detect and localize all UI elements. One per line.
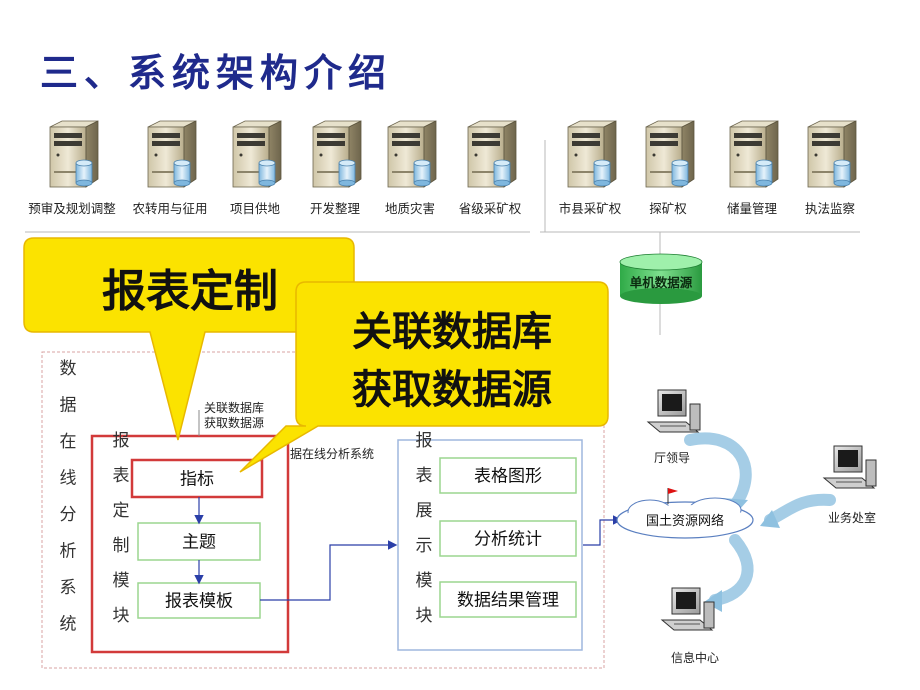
right-server-label-1: 探矿权 (649, 201, 687, 216)
office-computer-icon (823, 445, 877, 489)
left-server-icon-3 (312, 120, 362, 188)
display-to-network-arrow (583, 515, 623, 546)
display-module-label-char-4: 模 (416, 571, 433, 591)
display-module-label-char-5: 块 (416, 606, 433, 626)
display-box-label-1: 分析统计 (474, 530, 542, 550)
servers-left-group: 预审及规划调整 农转用与征用 项目供地 开发整理 地质灾害 省级采矿权 (28, 120, 522, 216)
analysis-system-label-char-0: 数 (60, 359, 77, 379)
left-server-icon-2 (232, 120, 282, 188)
database-callout-line1: 关联数据库 (352, 309, 552, 355)
report-box-label-0: 指标 (180, 470, 214, 490)
right-server-icon-2 (729, 120, 779, 188)
right-server-label-3: 执法监察 (805, 201, 856, 216)
flag-icon (667, 488, 678, 504)
display-module-label-char-0: 报 (416, 431, 433, 451)
left-server-label-1: 农转用与征用 (132, 201, 207, 216)
right-server-label-2: 储量管理 (727, 201, 778, 216)
analysis-system-label-char-4: 分 (60, 505, 77, 525)
servers-right-group: 市县采矿权 探矿权 储量管理 执法监察 (559, 120, 857, 216)
report-to-display-arrow (260, 540, 398, 601)
leader-computer-icon (647, 389, 701, 433)
info-center-label: 信息中心 (671, 650, 719, 665)
report-callout-text: 报表定制 (102, 266, 278, 317)
left-server-icon-1 (147, 120, 197, 188)
report-module-label-char-2: 定 (113, 501, 130, 521)
network-center-label: 国土资源网络 (646, 513, 724, 529)
display-box-0 (439, 457, 577, 494)
left-server-icon-0 (49, 120, 99, 188)
leader-label: 厅领导 (654, 451, 690, 465)
analysis-system-label-char-5: 析 (60, 542, 77, 562)
network-diagram: 国土资源网络 厅领导 业务处室 信息中心 (616, 389, 877, 665)
left-server-label-2: 项目供地 (230, 201, 281, 216)
display-box-label-0: 表格图形 (474, 467, 542, 487)
report-module-label-char-0: 报 (113, 431, 130, 451)
analysis-system-label-char-1: 据 (60, 396, 77, 416)
report-box-2 (137, 582, 261, 619)
display-box-label-2: 数据结果管理 (457, 591, 559, 611)
page-title: 三、系统架构介绍 (40, 51, 393, 95)
left-server-label-3: 开发整理 (310, 201, 361, 216)
database-callout: 关联数据库 获取数据源 (239, 281, 609, 473)
left-server-icon-4 (387, 120, 437, 188)
right-server-icon-0 (567, 120, 617, 188)
standalone-database: 单机数据源 (619, 253, 703, 304)
info-center-computer-icon (661, 587, 715, 631)
left-server-label-0: 预审及规划调整 (28, 201, 116, 216)
report-callout: 报表定制 (23, 237, 355, 441)
display-module-label-char-1: 表 (416, 466, 433, 486)
left-server-label-5: 省级采矿权 (459, 201, 522, 216)
report-module-label-char-3: 制 (113, 536, 130, 556)
analysis-system-label-char-7: 统 (60, 615, 77, 635)
left-server-label-4: 地质灾害 (385, 201, 435, 216)
database-label: 单机数据源 (630, 275, 693, 290)
analysis-system-label-char-3: 线 (60, 469, 77, 489)
left-server-icon-5 (467, 120, 517, 188)
right-server-label-0: 市县采矿权 (559, 201, 622, 216)
report-module-label-char-5: 块 (113, 606, 130, 626)
report-box-0 (130, 458, 264, 499)
data-source-note-line-0: 关联数据库 (204, 400, 264, 415)
report-module-label-char-4: 模 (113, 571, 130, 591)
right-server-icon-1 (645, 120, 695, 188)
report-module-frame (90, 434, 290, 654)
display-box-2 (439, 581, 577, 618)
display-module-frame (397, 439, 583, 651)
display-module-label-char-3: 示 (416, 536, 433, 556)
display-box-1 (439, 520, 577, 557)
report-box-label-2: 报表模板 (165, 592, 233, 612)
office-label: 业务处室 (828, 510, 876, 525)
right-server-icon-3 (807, 120, 857, 188)
database-callout-line2: 获取数据源 (352, 367, 552, 413)
report-box-label-1: 主题 (182, 533, 216, 553)
analysis-system-label-char-6: 系 (60, 578, 77, 598)
network-cloud: 国土资源网络 (616, 497, 754, 539)
display-module-label-char-2: 展 (416, 501, 433, 521)
report-module-label-char-1: 表 (113, 466, 130, 486)
data-source-note-line-1: 获取数据源 (204, 415, 264, 430)
analysis-system-label-char-2: 在 (60, 432, 77, 452)
analysis-system-caption: 据在线分析系统 (290, 447, 374, 461)
